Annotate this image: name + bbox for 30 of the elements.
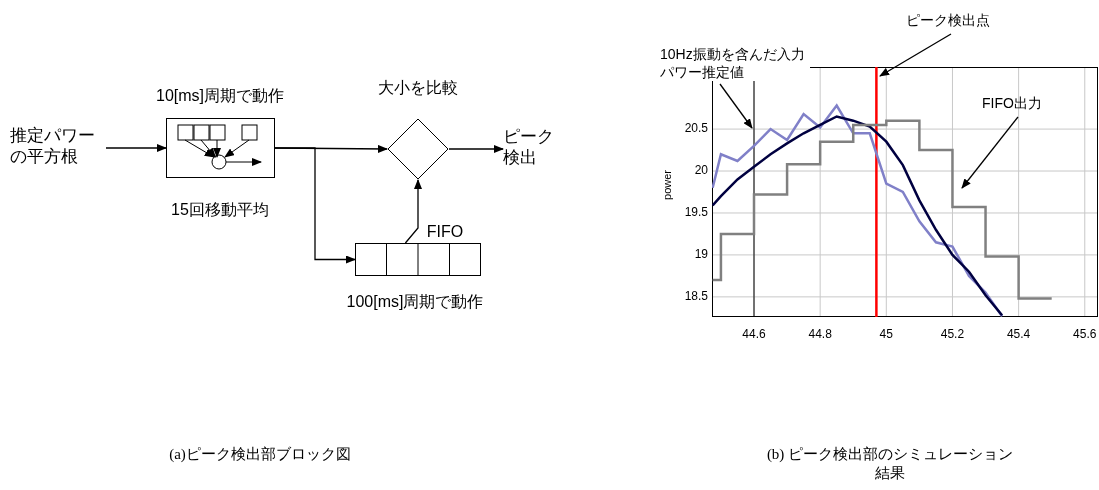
axis-tick-label: 44.8: [807, 327, 833, 341]
leader-line: [961, 116, 1019, 189]
axis-tick-label: 19.5: [683, 204, 708, 219]
axis-tick-label: 19: [693, 246, 708, 261]
input-label: 推定パワーの平方根: [10, 125, 96, 168]
arrow: [404, 179, 422, 244]
leader-line: [879, 33, 952, 77]
annotation-text: ピーク検出点: [906, 12, 991, 30]
axis-tick-label: 45: [878, 327, 894, 341]
axis-tick-label: 44.6: [741, 327, 767, 341]
axis-tick-label: 20.5: [683, 121, 708, 136]
arrow: [105, 144, 167, 152]
output-label: ピーク検出: [503, 126, 555, 169]
block-caption: 15回移動平均: [170, 200, 270, 220]
axis-tick-label: 45.6: [1072, 327, 1098, 341]
axis-tick-label: 45.4: [1005, 327, 1032, 341]
period-label: 100[ms]周期で動作: [345, 292, 485, 312]
axis-title: power: [661, 169, 673, 202]
figure-caption: (b) ピーク検出部のシミュレーション結果: [765, 445, 1015, 483]
axis-tick-label: 45.2: [939, 327, 966, 341]
annotation-text: FIFO出力: [982, 95, 1043, 113]
figure-caption: (a)ピーク検出部ブロック図: [168, 445, 352, 464]
arrow: [274, 147, 356, 264]
leader-line: [719, 83, 753, 129]
axis-tick-label: 18.5: [683, 288, 708, 303]
block-heading: 大小を比較: [377, 78, 459, 98]
period-label: 10[ms]周期で動作: [155, 86, 285, 106]
annotation-text: 10Hz振動を含んだ入力パワー推定値: [660, 46, 810, 81]
arrow: [448, 145, 504, 153]
buffer-label: FIFO: [425, 222, 465, 242]
